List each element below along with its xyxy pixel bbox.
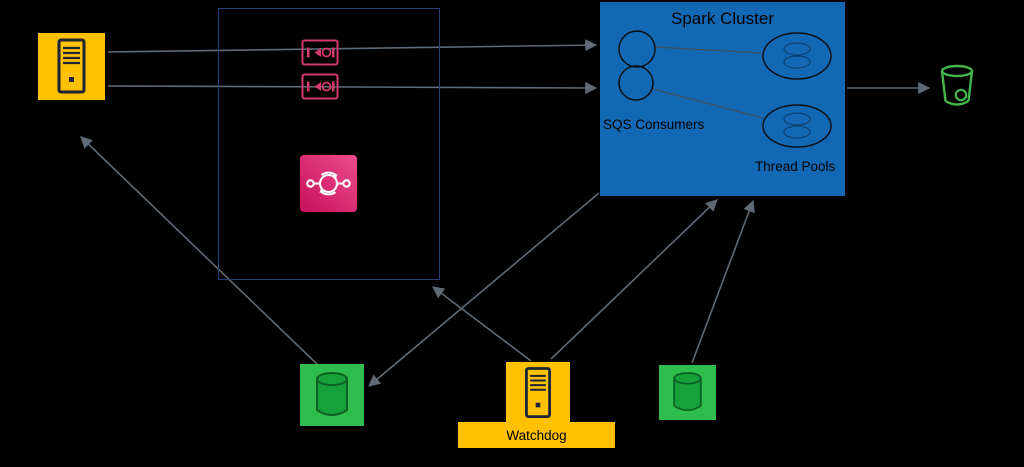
producer-server-icon bbox=[38, 33, 105, 100]
server-glyph bbox=[525, 367, 551, 418]
arrow-producer-to-queue2-to-spark bbox=[107, 81, 598, 94]
spark-cluster-title: Spark Cluster bbox=[671, 9, 774, 28]
sqs-consumers-label: SQS Consumers bbox=[603, 117, 705, 132]
arrow-db1-to-producer bbox=[80, 136, 319, 366]
sqs-consumer-circle-2 bbox=[618, 65, 654, 101]
watchdog-server-icon bbox=[506, 362, 570, 424]
watchdog-label: Watchdog bbox=[506, 427, 567, 443]
messaging-hub-icon bbox=[300, 155, 357, 212]
line-consumer1-to-pool1 bbox=[654, 46, 762, 54]
arrow-spark-to-db1 bbox=[368, 192, 600, 387]
sqs-consumer-circle-1 bbox=[618, 30, 656, 68]
arrow-watchdog-to-spark bbox=[550, 199, 718, 360]
spark-cluster-diagram bbox=[618, 30, 832, 148]
arrow-watchdog-to-groupbox bbox=[432, 286, 532, 362]
line-consumer2-to-pool2 bbox=[652, 88, 764, 119]
queue-icon-2 bbox=[301, 73, 339, 100]
thread-pool-ellipse-1 bbox=[762, 32, 832, 80]
watchdog-label-bar: Watchdog bbox=[458, 422, 615, 448]
thread-pool-ellipse-2 bbox=[762, 104, 832, 148]
bucket-icon bbox=[936, 63, 978, 108]
database-cylinder-icon-right bbox=[659, 365, 716, 420]
server-glyph bbox=[57, 38, 86, 94]
queue-group-box bbox=[218, 8, 440, 280]
arrow-producer-to-queue1-to-spark bbox=[107, 39, 598, 53]
spark-cluster-box: Spark Cluster SQS Consumers Thread Pools bbox=[600, 2, 845, 196]
arrow-db2-to-spark bbox=[691, 199, 755, 364]
database-cylinder-icon-left bbox=[300, 364, 364, 426]
thread-pools-label: Thread Pools bbox=[755, 159, 836, 174]
queue-icon-1 bbox=[301, 39, 339, 66]
